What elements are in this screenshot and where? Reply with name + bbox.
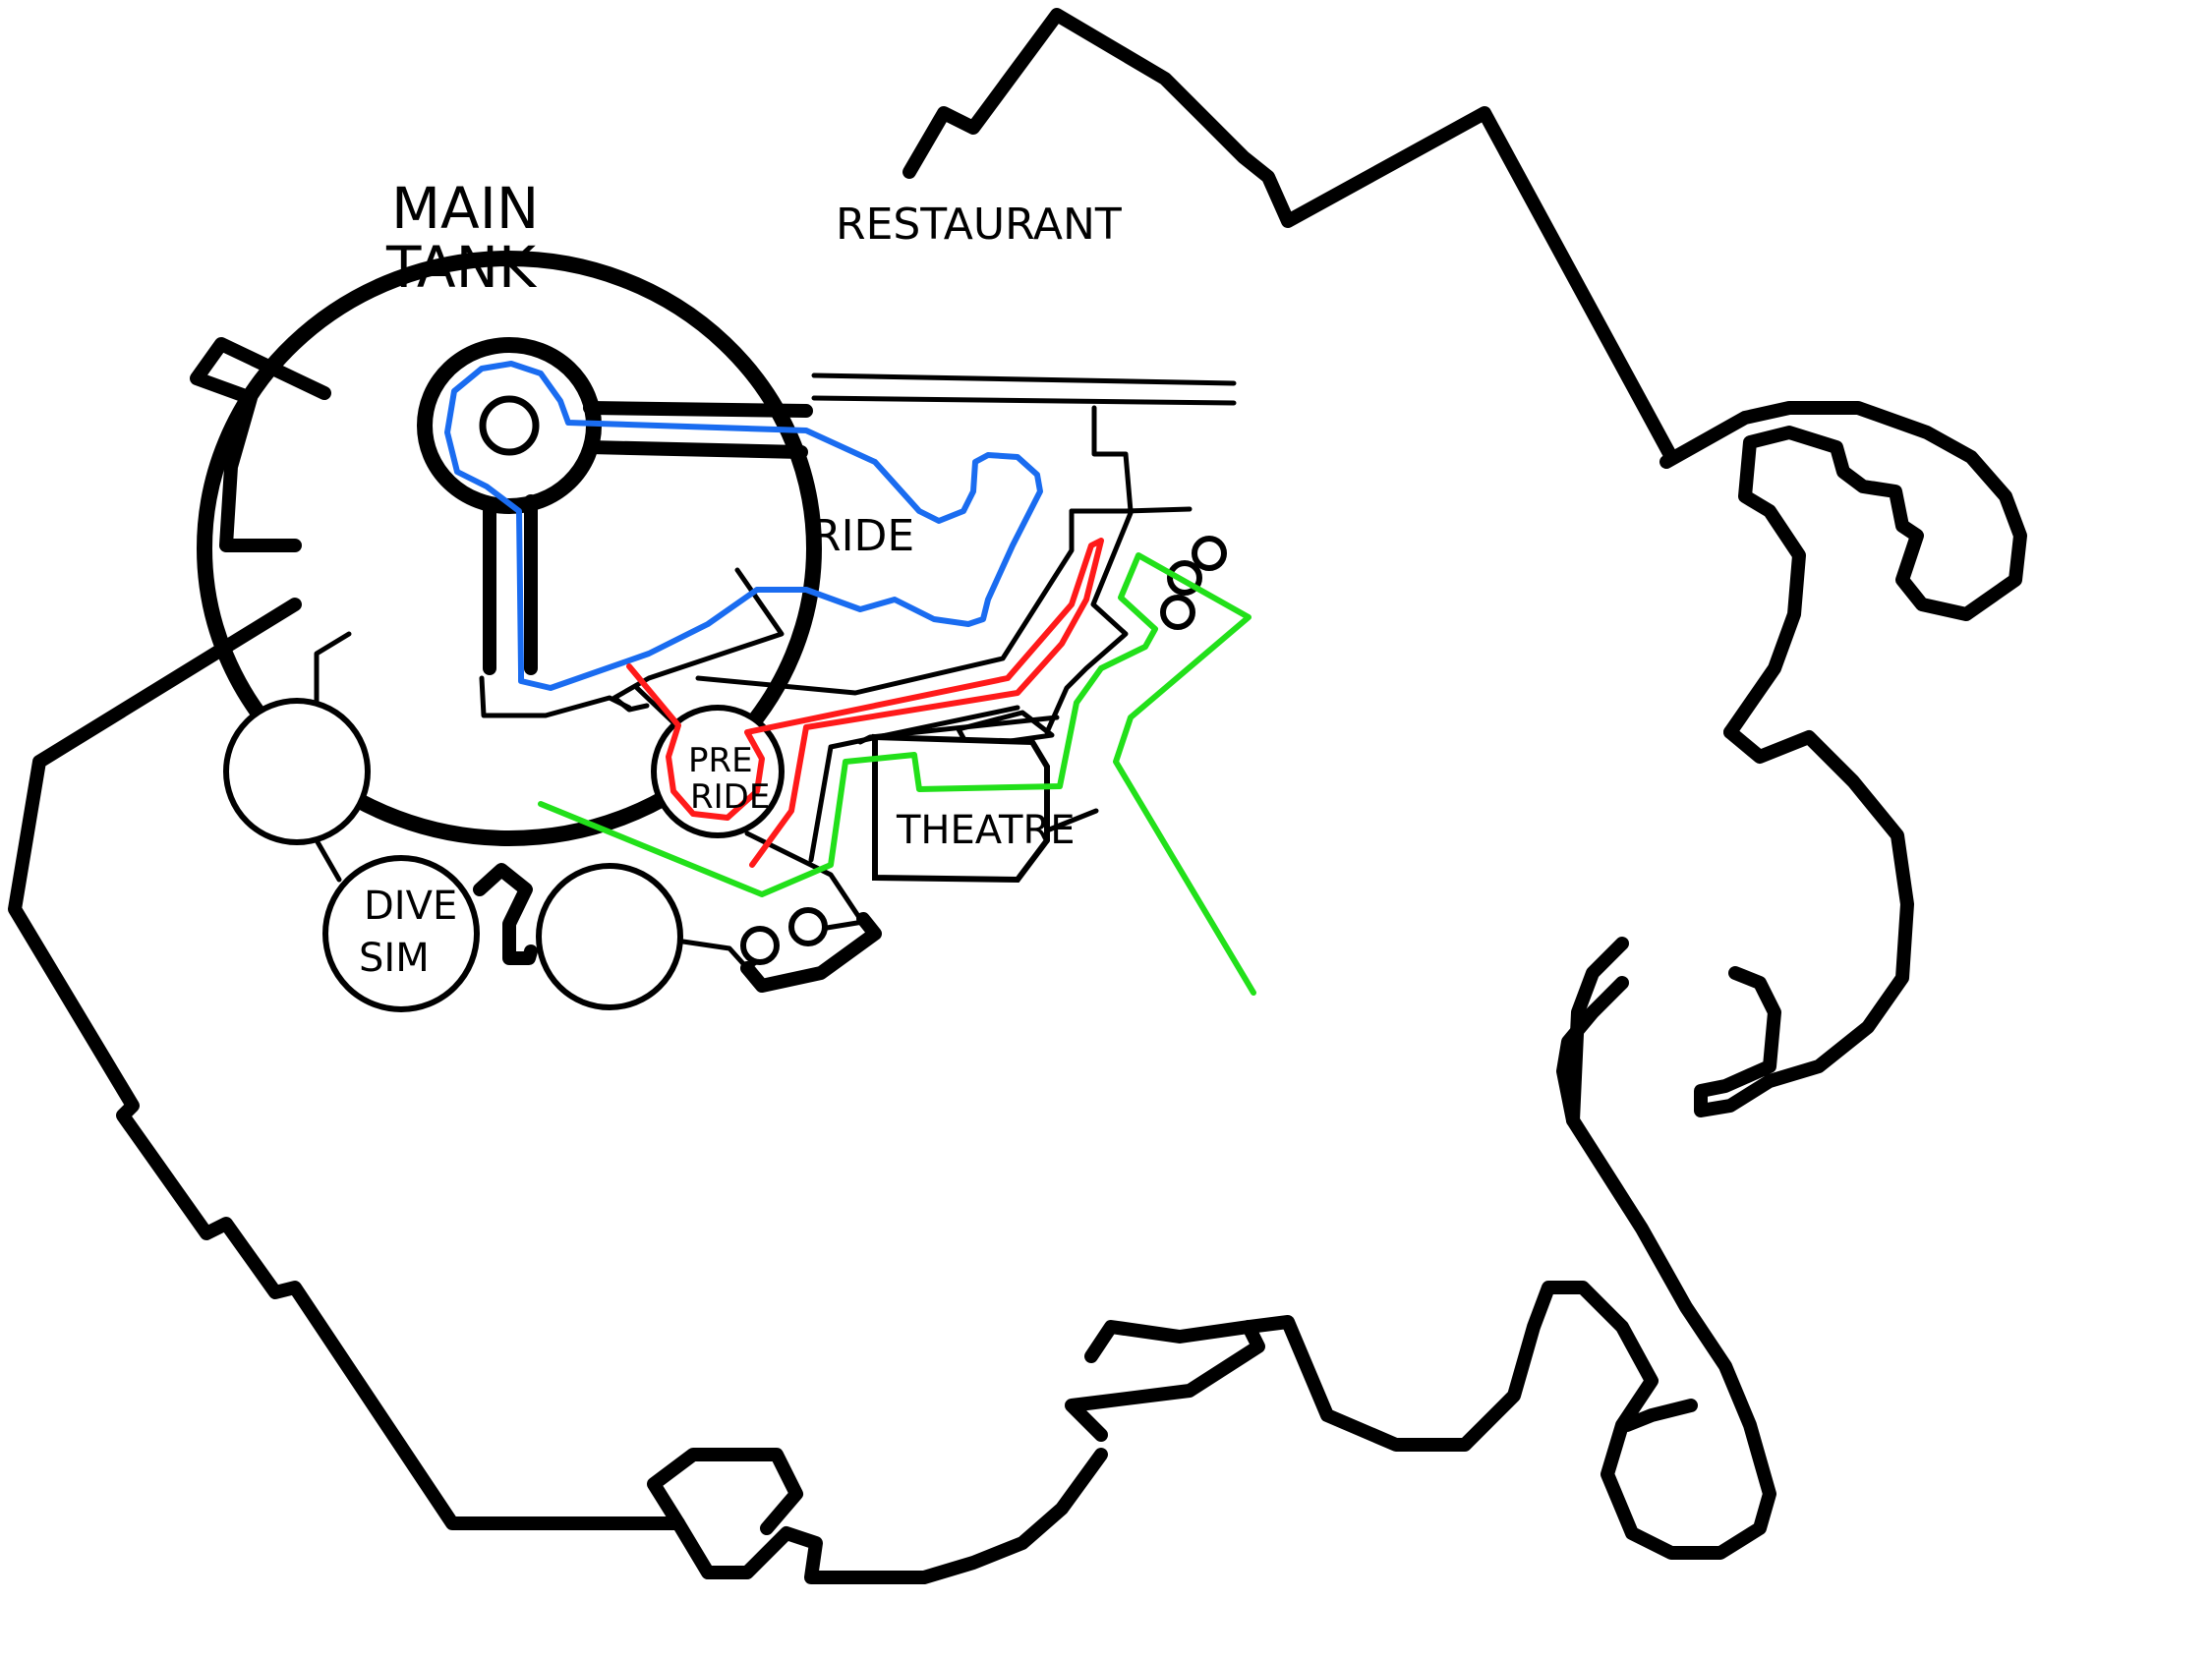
main-tank-outline bbox=[197, 251, 822, 846]
theatre-exit bbox=[1044, 808, 1099, 833]
lower-round-room bbox=[536, 863, 683, 1010]
small-pod-2 bbox=[788, 907, 828, 946]
left-room-link bbox=[314, 631, 352, 706]
theatre-corridor-c bbox=[857, 715, 1060, 745]
tank-corridor-bottom bbox=[583, 440, 808, 459]
restaurant-label: RESTAURANT bbox=[836, 200, 1122, 250]
small-pod-1 bbox=[740, 926, 780, 965]
theatre-corridor-b bbox=[808, 705, 1020, 863]
ride-entrance bbox=[611, 567, 785, 713]
theatre-label: THEATRE bbox=[896, 808, 1076, 853]
top-ridge-wall bbox=[902, 8, 1678, 464]
pre-ride-label-line2: RIDE bbox=[690, 777, 770, 817]
red-ride-route bbox=[626, 538, 1104, 868]
interior-walls bbox=[314, 372, 1237, 971]
small-pod-5 bbox=[1160, 595, 1195, 630]
pre-ride-label-line1: PRE bbox=[688, 741, 753, 780]
right-tail-wall bbox=[1659, 401, 2027, 739]
lower-hook bbox=[740, 912, 882, 993]
tank-center-hub bbox=[479, 395, 540, 456]
right-inner-hook bbox=[1694, 725, 1914, 1117]
round-rooms bbox=[223, 536, 1227, 1012]
dive-sim-label-line1: DIVE bbox=[364, 884, 457, 929]
blue-ride-route bbox=[444, 361, 1043, 691]
dive-sim-label-line2: SIM bbox=[359, 936, 430, 981]
restaurant-divider bbox=[1091, 405, 1134, 514]
bottom-right-wall bbox=[1242, 937, 1776, 1560]
dive-sim-annex bbox=[473, 863, 538, 965]
restaurant-walkway-top bbox=[811, 372, 1237, 386]
main-tank-label-line1: MAIN bbox=[391, 175, 539, 242]
connector-right bbox=[818, 919, 866, 932]
left-round-room bbox=[223, 698, 371, 845]
lower-left-bump bbox=[647, 1448, 803, 1535]
green-tour-route bbox=[538, 552, 1256, 996]
right-lower-curve bbox=[1556, 976, 1629, 1127]
map-labels: MAIN TANK RESTAURANT RIDE PRE RIDE THEAT… bbox=[359, 175, 1122, 981]
tank-corridor-top bbox=[583, 401, 813, 418]
bottom-right-curl bbox=[1620, 1399, 1698, 1432]
dive-sim-room bbox=[322, 855, 480, 1012]
dive-sim-link bbox=[314, 837, 342, 883]
ride-room-right bbox=[1069, 506, 1193, 514]
ride-room-lower bbox=[695, 508, 1075, 696]
restaurant-walkway-bottom bbox=[811, 395, 1237, 406]
pre-ride-exit bbox=[744, 830, 863, 922]
ride-label: RIDE bbox=[811, 511, 914, 561]
tank-lower-wall bbox=[479, 675, 632, 718]
main-tank-label-line2: TANK bbox=[385, 234, 538, 301]
lower-middle-wall bbox=[1065, 1320, 1265, 1442]
theatre-corridor-a bbox=[1044, 510, 1134, 735]
small-pod-3 bbox=[1192, 536, 1227, 571]
